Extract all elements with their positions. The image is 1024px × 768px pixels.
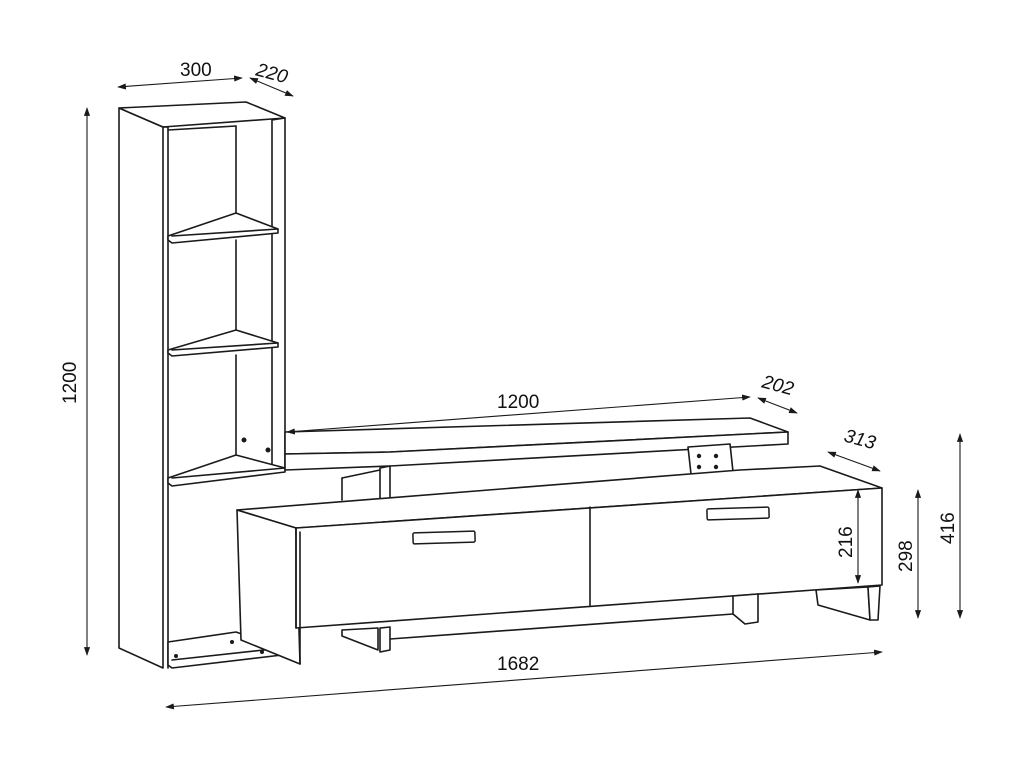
bookshelf-shelf-2 [167, 329, 279, 357]
dim-line-shelf-depth [249, 77, 294, 97]
dimension-lines [83, 75, 964, 710]
dim-label-total-width: 1682 [497, 654, 539, 675]
drawer-right-handle [706, 506, 770, 521]
dowel-hole [265, 447, 271, 453]
dowel-hole [713, 464, 719, 470]
bookshelf-shelf-3 [167, 454, 286, 487]
drawer-left-handle [412, 530, 476, 545]
dim-line-top-shelf-width [286, 394, 751, 435]
dim-label-shelf-depth: 220 [253, 59, 290, 88]
dim-label-top-shelf-width: 1200 [497, 392, 539, 413]
cabinet-leg [732, 593, 759, 625]
bookshelf-shelf-1 [167, 212, 279, 244]
tv-cabinet [236, 465, 883, 665]
dim-label-cabinet-depth: 313 [842, 426, 878, 455]
top-shelf-front [284, 431, 789, 471]
dowel-hole [241, 437, 247, 443]
dim-label-drawer-height: 216 [836, 526, 857, 558]
cabinet-leg [867, 585, 881, 621]
dowel-hole [260, 650, 264, 654]
dim-label-total-height: 1200 [60, 362, 81, 404]
dowel-hole [696, 464, 702, 470]
dim-line-total-width [165, 649, 883, 710]
dowel-hole [230, 640, 234, 644]
cabinet-leg [815, 586, 871, 621]
bookshelf-left-panel [118, 107, 164, 669]
cabinet-leg [341, 627, 379, 651]
dim-label-shelf-width: 300 [180, 60, 212, 81]
dim-line-cabinet-depth [827, 451, 881, 472]
dowel-hole [713, 453, 719, 459]
cabinet-left-side [236, 509, 301, 665]
dowel-hole [174, 654, 178, 658]
dim-line-shelf-width [117, 75, 243, 90]
dim-line-top-shelf-depth [757, 397, 798, 414]
cabinet-leg [379, 626, 391, 653]
bookshelf-right-panel [271, 117, 286, 471]
dim-label-top-height: 416 [938, 512, 959, 544]
dowel-hole [696, 453, 702, 459]
dim-label-top-shelf-depth: 202 [759, 371, 796, 400]
dim-label-cabinet-height: 298 [896, 540, 917, 572]
